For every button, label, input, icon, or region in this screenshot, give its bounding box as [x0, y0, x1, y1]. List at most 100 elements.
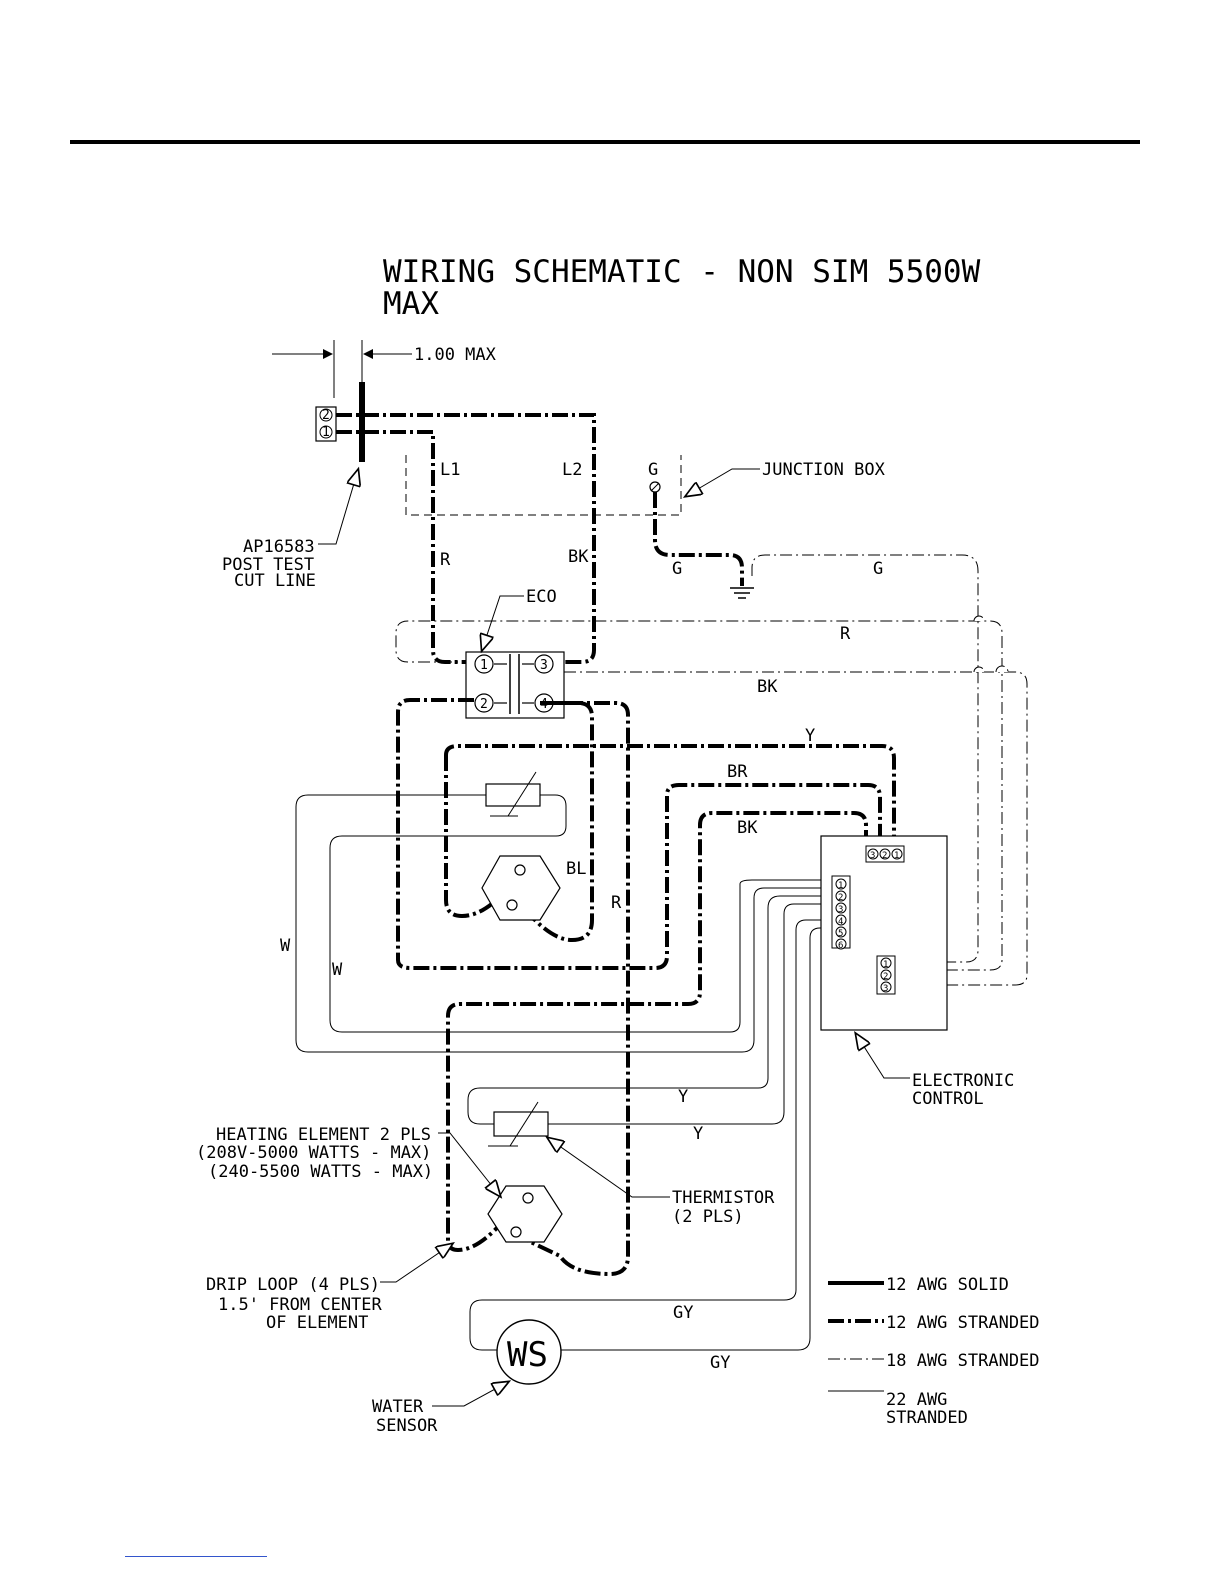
wire-label-gy1: GY: [673, 1303, 693, 1323]
legend-label-1: 12 AWG SOLID: [886, 1275, 1009, 1295]
junction-box-text: JUNCTION BOX: [762, 460, 886, 480]
cut-line-text-2: POST TEST: [222, 555, 314, 575]
electronic-control-text-2: CONTROL: [912, 1089, 984, 1109]
thermistor-text-1: THERMISTOR: [672, 1188, 775, 1208]
wire-label-bk-lower: BK: [737, 818, 758, 838]
callout-electronic-control: ELECTRONIC CONTROL: [856, 1034, 1014, 1109]
control-left-terminal-3: [835, 902, 847, 914]
legend-label-2: 12 AWG STRANDED: [886, 1313, 1040, 1333]
callout-eco: ECO: [482, 587, 557, 650]
legend-label-3: 18 AWG STRANDED: [886, 1351, 1040, 1371]
lower-element-wires: [446, 811, 868, 1253]
dimension-callout: 1.00 MAX: [272, 340, 497, 398]
thin-wires: [295, 794, 832, 1351]
dimension-label: 1.00 MAX: [414, 345, 497, 365]
wire-label-y-low2: Y: [693, 1124, 703, 1144]
title-line-2: MAX: [383, 286, 439, 322]
supply-terminal-2: 2: [322, 408, 330, 423]
footer-link-underline[interactable]: [125, 1556, 267, 1557]
control-left-3: 3: [838, 905, 843, 915]
control-left-terminal-6: [835, 938, 847, 950]
callout-drip-loop: DRIP LOOP (4 PLS) 1.5' FROM CENTER OF EL…: [206, 1244, 452, 1333]
lower-thermistor: [488, 1101, 549, 1147]
control-left-4: 4: [838, 917, 843, 927]
control-top-2: 2: [882, 851, 887, 861]
wire-label-r-left: R: [440, 550, 451, 570]
legend-label-4: 22 AWG: [886, 1390, 947, 1410]
cut-line-text-3: CUT LINE: [234, 571, 316, 591]
callout-thermistor: THERMISTOR (2 PLS): [548, 1138, 775, 1227]
wire-label-r-mid: R: [840, 624, 851, 644]
control-left-terminal-5: [835, 926, 847, 938]
wire-label-g-low: G: [672, 559, 682, 579]
heating-element-text-3: (240-5500 WATTS - MAX): [208, 1162, 433, 1182]
title-line-1: WIRING SCHEMATIC - NON SIM 5500W: [383, 254, 981, 290]
wire-label-l2: L2: [562, 460, 582, 480]
control-left-terminal-4: [835, 914, 847, 926]
drip-loop-text-2: 1.5' FROM CENTER: [218, 1295, 383, 1315]
control-left-5: 5: [838, 929, 843, 939]
supply-wires: [336, 413, 596, 664]
wire-label-bk-mid: BK: [757, 677, 778, 697]
wire-label-y-low1: Y: [678, 1087, 688, 1107]
ground-connection: [649, 481, 979, 963]
lower-heating-element: [487, 1185, 563, 1243]
control-left-terminal-1: [835, 878, 847, 890]
schematic-title: WIRING SCHEMATIC - NON SIM 5500W MAX: [383, 256, 980, 320]
heating-element-text-2: (208V-5000 WATTS - MAX): [196, 1143, 431, 1163]
eco-switch: 1 3 2 4: [465, 651, 565, 719]
drip-loop-text-1: DRIP LOOP (4 PLS): [206, 1275, 380, 1295]
eco-terminal-3: 3: [540, 658, 548, 673]
wire-labels: L1 L2 G R BK G G R BK Y BR BK BL R W W Y…: [280, 460, 883, 1373]
wire-label-bk-left: BK: [568, 547, 589, 567]
wire-label-w-outer: W: [280, 936, 291, 956]
supply-terminal-1: 1: [322, 425, 330, 440]
control-top-1: 1: [894, 851, 899, 861]
eco-terminal-2: 2: [480, 697, 488, 712]
wire-label-bl: BL: [566, 859, 586, 879]
eco-text: ECO: [526, 587, 557, 607]
light-stranded-wires: [395, 615, 1028, 986]
upper-thermistor: [485, 771, 541, 817]
control-right-3: 3: [883, 984, 888, 994]
header-rule: [70, 140, 1140, 144]
wire-label-r-right: R: [611, 893, 622, 913]
upper-element-wires: [396, 698, 896, 1277]
eco-terminal-1: 1: [480, 658, 488, 673]
cut-line-text-1: AP16583: [243, 537, 315, 557]
electronic-control: 3 2 1 1 2 3 4 5 6 1 2 3: [820, 835, 948, 1031]
supply-terminal-block: 2 1: [315, 406, 337, 442]
heating-element-text-1: HEATING ELEMENT 2 PLS: [216, 1125, 431, 1145]
junction-box: [405, 455, 682, 516]
wire-label-w-inner: W: [332, 960, 343, 980]
callout-water-sensor: WATER SENSOR: [372, 1382, 508, 1436]
wire-label-br: BR: [727, 762, 748, 782]
control-left-1: 1: [838, 881, 843, 891]
control-left-2: 2: [838, 893, 843, 903]
upper-heating-element: [481, 855, 561, 921]
control-right-2: 2: [883, 972, 888, 982]
wire-label-l1: L1: [440, 460, 460, 480]
wire-label-y-top: Y: [805, 726, 815, 746]
water-sensor: WS: [496, 1319, 562, 1385]
callout-cut-line: AP16583 POST TEST CUT LINE: [222, 470, 358, 591]
drip-loop-text-3: OF ELEMENT: [266, 1313, 368, 1333]
ws-label: WS: [507, 1335, 548, 1375]
wire-label-gy2: GY: [710, 1353, 730, 1373]
water-sensor-text-2: SENSOR: [376, 1416, 438, 1436]
wire-legend: 12 AWG SOLID 12 AWG STRANDED 18 AWG STRA…: [828, 1275, 1040, 1428]
electronic-control-text-1: ELECTRONIC: [912, 1071, 1014, 1091]
water-sensor-text-1: WATER: [372, 1397, 424, 1417]
callout-heating-element: HEATING ELEMENT 2 PLS (208V-5000 WATTS -…: [196, 1125, 500, 1196]
callout-junction-box: JUNCTION BOX: [686, 460, 886, 496]
control-left-6: 6: [838, 941, 843, 951]
legend-label-4b: STRANDED: [886, 1408, 968, 1428]
wire-label-g-right: G: [873, 559, 883, 579]
control-top-3: 3: [870, 851, 875, 861]
control-right-1: 1: [883, 960, 888, 970]
wire-label-g-top: G: [648, 460, 658, 480]
thermistor-text-2: (2 PLS): [672, 1207, 744, 1227]
control-left-terminal-2: [835, 890, 847, 902]
